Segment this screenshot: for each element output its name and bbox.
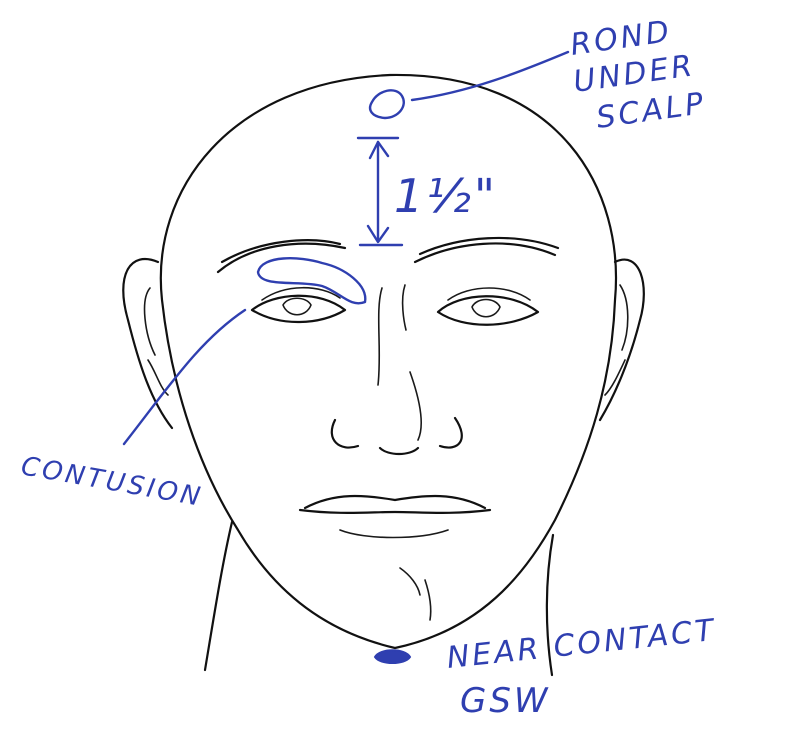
right-eyebrow — [415, 238, 558, 262]
right-eye — [438, 296, 538, 325]
nose-bridge-right — [403, 285, 406, 330]
mouth-upper — [305, 496, 485, 508]
nose-tip — [410, 372, 421, 440]
nose-bottom — [332, 418, 462, 454]
contusion-label: CONTUSION — [19, 451, 205, 513]
contusion-leader — [124, 310, 245, 444]
mouth-lower — [340, 530, 448, 538]
round-wound-mark — [370, 90, 404, 118]
gsw-label-line2: GSW — [460, 681, 551, 721]
left-eyebrow — [218, 240, 345, 272]
left-ear — [123, 259, 172, 428]
round-wound-leader — [412, 52, 568, 100]
head-outline — [161, 75, 616, 648]
chin-line — [400, 568, 420, 595]
right-ear-inner — [605, 285, 628, 395]
left-eye — [252, 296, 345, 322]
neck-left — [205, 522, 232, 670]
head-drawing — [123, 75, 644, 675]
gsw-label-line1: NEAR CONTACT — [445, 613, 718, 676]
left-ear-inner — [145, 288, 168, 395]
right-eye-lid — [448, 288, 530, 300]
neck-side-mark — [425, 580, 431, 620]
right-ear — [600, 260, 644, 420]
nose-bridge-left — [378, 288, 382, 385]
mouth-lip — [300, 510, 490, 513]
right-eye-iris — [472, 300, 500, 317]
gsw-mark — [375, 650, 410, 663]
annotations: ROND UNDER SCALP 1½" CONTUSION NEAR CONT… — [19, 14, 718, 721]
left-eye-iris — [283, 298, 311, 315]
measure-label: 1½" — [394, 169, 498, 223]
